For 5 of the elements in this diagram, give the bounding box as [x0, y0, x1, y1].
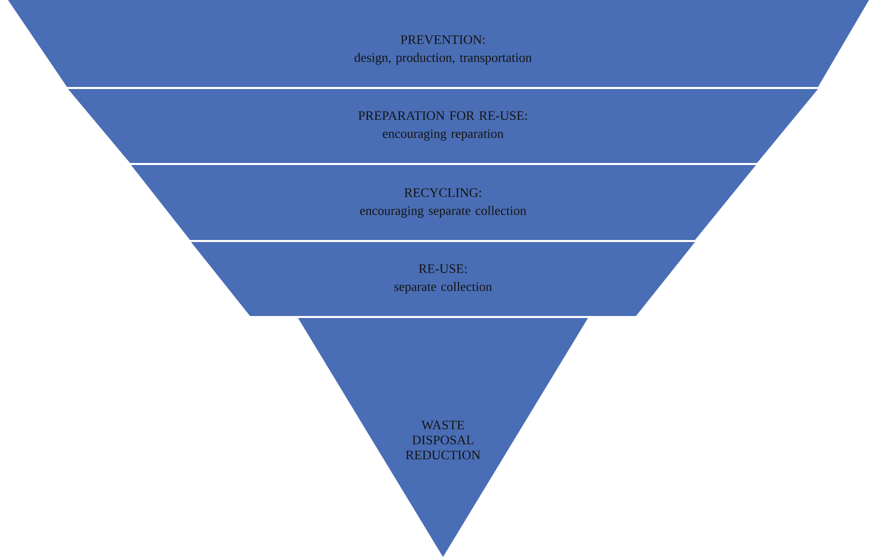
band-segment: RECYCLING: encouraging separate collection [131, 165, 756, 240]
band-segment: RE-USE: separate collection [191, 242, 695, 316]
band-segment: PREVENTION: design, production, transportation [8, 0, 869, 87]
band-segment: PREPARATION FOR RE-USE: encouraging reparation [68, 89, 818, 163]
triangle-tip: WASTE DISPOSAL REDUCTION [298, 318, 588, 557]
